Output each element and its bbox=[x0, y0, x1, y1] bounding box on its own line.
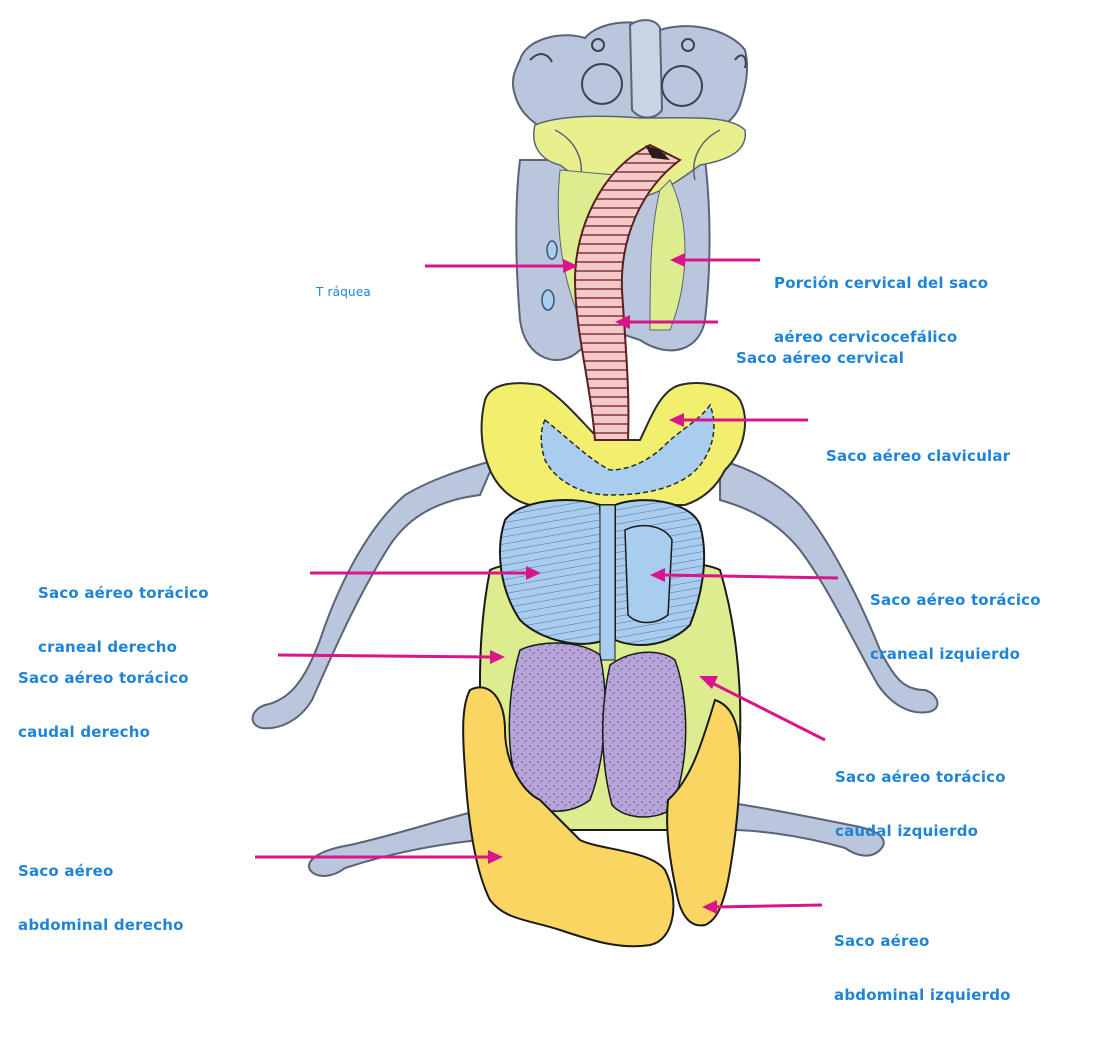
label-abdominal-derecho-line1: Saco aéreo bbox=[18, 862, 184, 880]
label-toracico-craneal-izquierdo-line2: craneal izquierdo bbox=[870, 645, 1041, 663]
label-toracico-caudal-derecho-line1: Saco aéreo torácico bbox=[18, 669, 189, 687]
label-saco-cervical: Saco aéreo cervical bbox=[736, 313, 904, 403]
label-abdominal-derecho: Saco aéreo abdominal derecho bbox=[18, 826, 184, 970]
label-toracico-caudal-izquierdo-line2: caudal izquierdo bbox=[835, 822, 1006, 840]
label-porcion-cervical-line1: Porción cervical del saco bbox=[774, 274, 988, 292]
label-toracico-caudal-derecho-line2: caudal derecho bbox=[18, 723, 189, 741]
label-saco-clavicular-text: Saco aéreo clavicular bbox=[826, 447, 1010, 465]
arrow-porcion-cervical bbox=[670, 253, 760, 267]
label-saco-cervical-text: Saco aéreo cervical bbox=[736, 349, 904, 367]
label-abdominal-izquierdo: Saco aéreo abdominal izquierdo bbox=[834, 896, 1011, 1040]
label-toracico-caudal-izquierdo: Saco aéreo torácico caudal izquierdo bbox=[835, 732, 1006, 876]
label-toracico-caudal-izquierdo-line1: Saco aéreo torácico bbox=[835, 768, 1006, 786]
label-traquea: T ráquea bbox=[316, 257, 371, 327]
air-sac-diagram: T ráquea Porción cervical del saco aéreo… bbox=[0, 0, 1110, 957]
label-toracico-craneal-izquierdo-line1: Saco aéreo torácico bbox=[870, 591, 1041, 609]
label-saco-clavicular: Saco aéreo clavicular bbox=[826, 411, 1010, 501]
label-abdominal-izquierdo-line1: Saco aéreo bbox=[834, 932, 1011, 950]
label-toracico-craneal-derecho-line1: Saco aéreo torácico bbox=[38, 584, 209, 602]
label-abdominal-izquierdo-line2: abdominal izquierdo bbox=[834, 986, 1011, 1004]
label-toracico-caudal-derecho: Saco aéreo torácico caudal derecho bbox=[18, 633, 189, 777]
label-traquea-text: T ráquea bbox=[316, 285, 371, 299]
label-abdominal-derecho-line2: abdominal derecho bbox=[18, 916, 184, 934]
label-toracico-craneal-izquierdo: Saco aéreo torácico craneal izquierdo bbox=[870, 555, 1041, 699]
